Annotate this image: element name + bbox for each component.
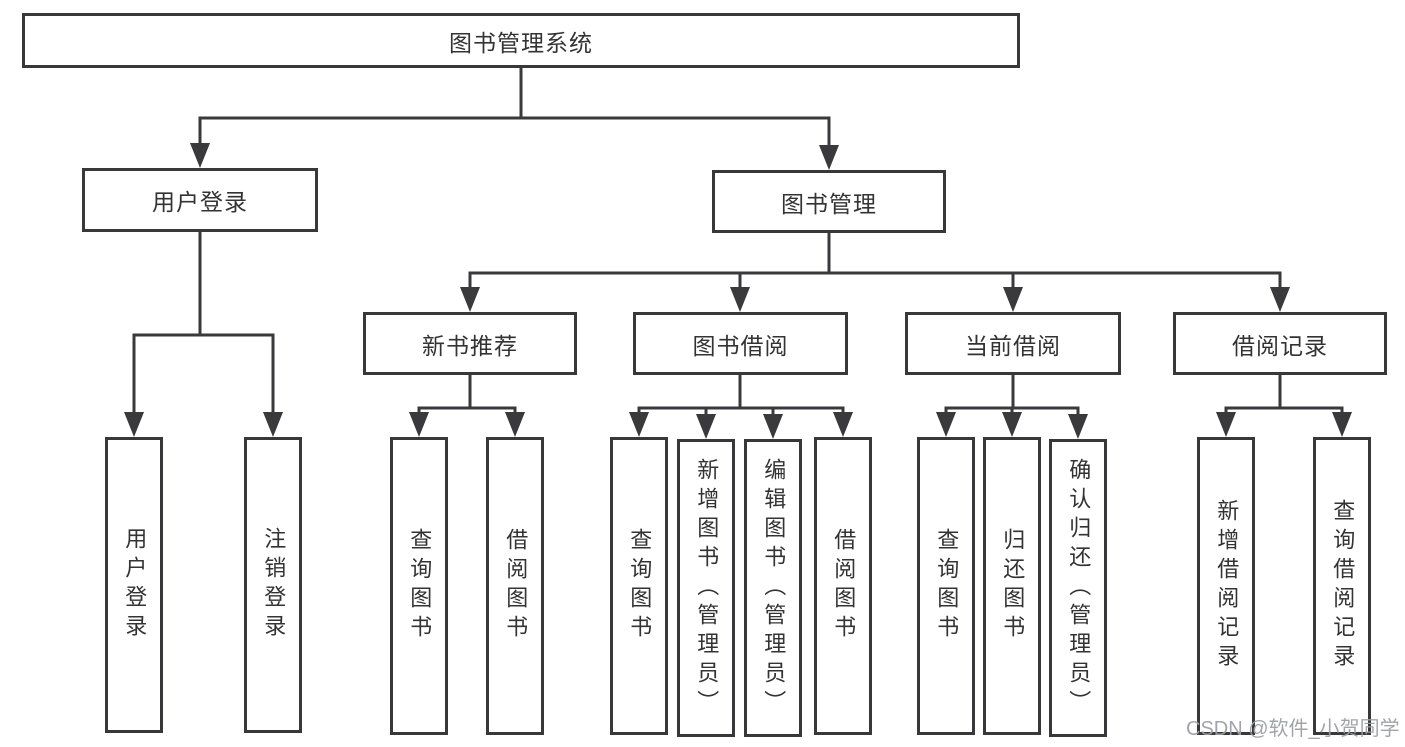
leaf-query-books-1: 查询图书 xyxy=(390,437,448,735)
csdn-watermark: CSDN @软件_小贺同学 xyxy=(1186,718,1400,740)
node-book-management: 图书管理 xyxy=(712,170,946,233)
leaf-edit-books-admin: 编辑图书（管理员） xyxy=(744,439,802,737)
node-library-management-system: 图书管理系统 xyxy=(22,13,1020,68)
node-label: 查询图书 xyxy=(934,528,960,644)
node-label: 编辑图书（管理员） xyxy=(761,457,787,719)
leaf-add-borrow-record: 新增借阅记录 xyxy=(1197,437,1255,735)
node-new-book-recommend: 新书推荐 xyxy=(363,312,577,375)
leaf-query-books-2: 查询图书 xyxy=(610,437,668,735)
node-label: 确认归还（管理员） xyxy=(1066,457,1092,719)
leaf-confirm-return-admin: 确认归还（管理员） xyxy=(1049,439,1107,737)
node-label: 新增图书（管理员） xyxy=(694,457,720,719)
node-label: 借阅记录 xyxy=(1232,332,1328,359)
leaf-query-books-3: 查询图书 xyxy=(917,437,975,735)
node-label: 当前借阅 xyxy=(965,332,1061,359)
leaf-user-login: 用户登录 xyxy=(105,437,163,733)
node-label: 借阅图书 xyxy=(503,528,529,644)
leaf-query-borrow-record: 查询借阅记录 xyxy=(1313,437,1371,735)
leaf-borrow-books-2: 借阅图书 xyxy=(814,437,872,735)
node-label: 借阅图书 xyxy=(831,528,857,644)
node-label: 注销登录 xyxy=(261,527,287,643)
node-borrowing-records: 借阅记录 xyxy=(1173,312,1387,375)
node-label: 查询借阅记录 xyxy=(1330,499,1356,673)
node-user-login: 用户登录 xyxy=(82,168,318,232)
node-label: 用户登录 xyxy=(152,189,248,215)
node-label: 图书管理 xyxy=(781,190,877,217)
node-label: 用户登录 xyxy=(122,527,148,643)
node-label: 查询图书 xyxy=(407,528,433,644)
node-label: 图书管理系统 xyxy=(449,29,593,56)
leaf-borrow-books-1: 借阅图书 xyxy=(486,437,544,735)
leaf-logout: 注销登录 xyxy=(244,437,302,733)
node-label: 新增借阅记录 xyxy=(1214,499,1240,673)
leaf-return-books: 归还图书 xyxy=(983,437,1041,735)
node-label: 查询图书 xyxy=(627,528,653,644)
node-book-borrowing: 图书借阅 xyxy=(633,312,848,375)
node-label: 图书借阅 xyxy=(692,332,789,359)
node-label: 新书推荐 xyxy=(422,332,518,359)
leaf-add-books-admin: 新增图书（管理员） xyxy=(677,439,735,737)
node-current-borrowing: 当前借阅 xyxy=(905,312,1121,375)
node-label: 归还图书 xyxy=(1000,528,1026,644)
